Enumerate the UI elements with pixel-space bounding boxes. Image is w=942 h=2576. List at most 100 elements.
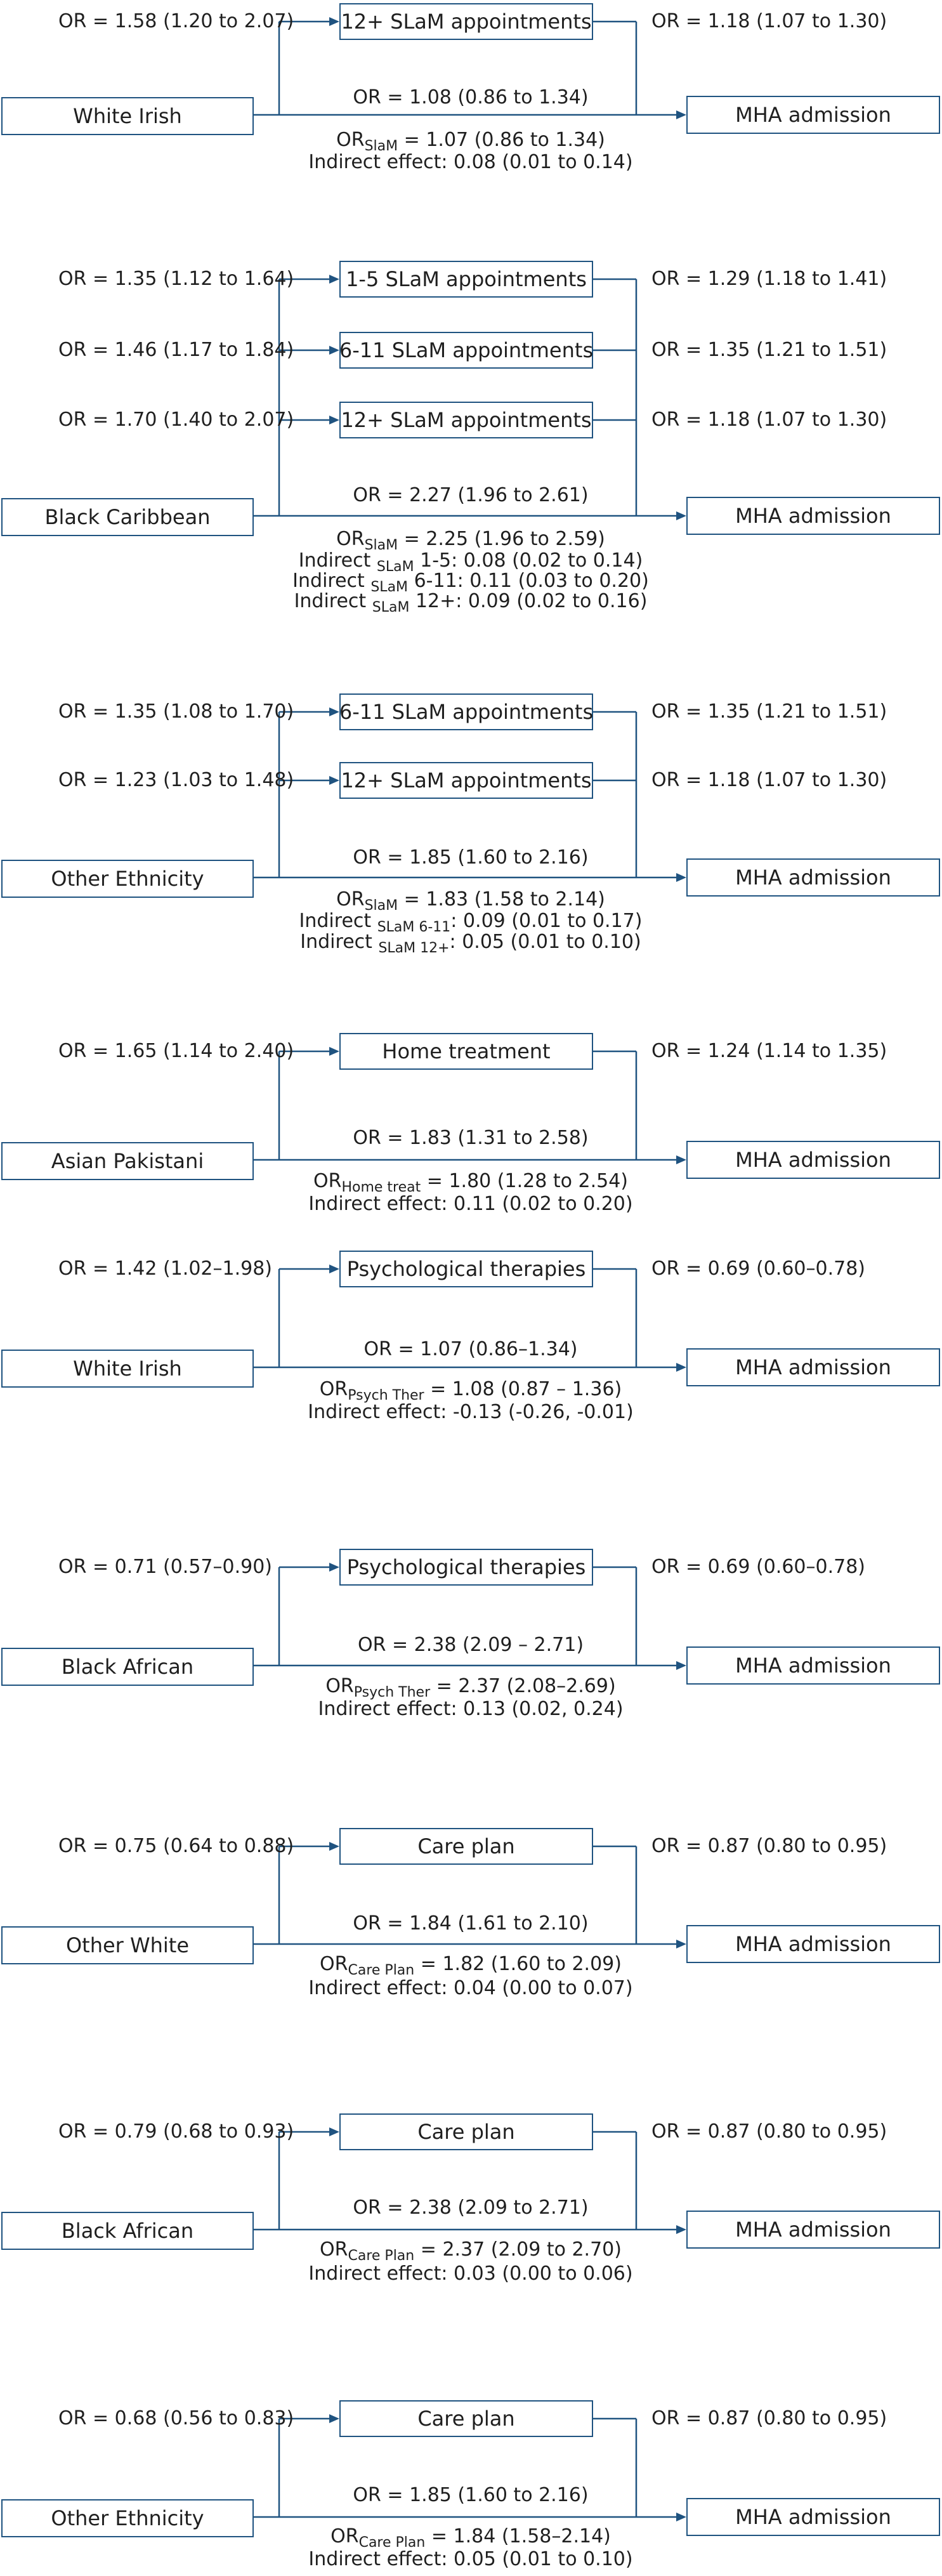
direct-effect-label-subscript: Psych Ther: [348, 1388, 424, 1403]
mediator-box: 6-11 SLaM appointments: [339, 693, 593, 730]
indirect-effect-label-prefix: Indirect effect: 0.11 (0.02 to 0.20): [308, 1193, 633, 1215]
path-a-label: OR = 0.71 (0.57–0.90): [58, 1556, 273, 1578]
indirect-effect-label-subscript: SLaM 6-11: [377, 919, 451, 935]
path-b-label: OR = 0.87 (0.80 to 0.95): [651, 2407, 887, 2429]
total-effect-label: OR = 1.85 (1.60 to 2.16): [353, 2484, 589, 2506]
exposure-box: Asian Pakistani: [1, 1142, 254, 1180]
exposure-box-text: Other White: [65, 1933, 190, 1957]
direct-path-arrow-head: [676, 1155, 686, 1164]
path-a-arrow-head: [329, 1563, 339, 1572]
indirect-effect-label-value: 1-5: 0.08 (0.02 to 0.14): [414, 549, 643, 572]
direct-effect-label-subscript: Psych Ther: [353, 1685, 431, 1700]
outcome-box: MHA admission: [686, 1348, 940, 1386]
direct-effect-label-value: = 1.83 (1.58 to 2.14): [398, 888, 605, 910]
exposure-box: Other Ethnicity: [1, 2499, 254, 2537]
exposure-box: Black African: [1, 2212, 254, 2250]
path-b-label: OR = 0.69 (0.60–0.78): [651, 1258, 866, 1280]
indirect-effect-label-prefix: Indirect: [294, 590, 372, 612]
indirect-effect-label-prefix: Indirect effect: 0.05 (0.01 to 0.10): [308, 2548, 633, 2570]
mediator-box: Psychological therapies: [339, 1251, 593, 1287]
mediator-box: Psychological therapies: [339, 1549, 593, 1586]
indirect-effect-label-value: : 0.05 (0.01 to 0.10): [449, 931, 641, 953]
mediator-box-text: Psychological therapies: [346, 1555, 586, 1579]
direct-effect-label: ORPsych Ther = 2.37 (2.08–2.69): [325, 1677, 615, 1700]
indirect-effect-label-subscript: SLaM: [376, 559, 414, 575]
mediator-box-text: 12+ SLaM appointments: [341, 768, 592, 792]
direct-effect-label-value: = 1.84 (1.58–2.14): [425, 2525, 611, 2547]
outcome-box: MHA admission: [686, 858, 940, 897]
direct-effect-label: ORPsych Ther = 1.08 (0.87 – 1.36): [320, 1380, 622, 1403]
indirect-effect-label: Indirect effect: 0.08 (0.01 to 0.14): [308, 153, 632, 176]
direct-effect-label-subscript: SlaM: [364, 537, 398, 553]
indirect-effect-label-value: : 0.09 (0.01 to 0.17): [450, 910, 643, 932]
exposure-box-text: Other Ethnicity: [51, 867, 204, 891]
mediator-box-text: Care plan: [417, 2120, 515, 2144]
path-b-label: OR = 1.29 (1.18 to 1.41): [651, 268, 887, 290]
path-a-arrow-head: [329, 275, 339, 284]
mediator-box: 12+ SLaM appointments: [339, 402, 593, 438]
outcome-box: MHA admission: [686, 1646, 940, 1685]
path-a-arrow-head: [329, 1842, 339, 1851]
outcome-box-text: MHA admission: [735, 1932, 891, 1956]
indirect-effect-label-value: 6-11: 0.11 (0.03 to 0.20): [408, 570, 649, 592]
direct-effect-label-subscript: Care Plan: [348, 1962, 415, 1978]
indirect-effect-label-subscript: SLaM: [370, 579, 409, 595]
indirect-effect-label-prefix: Indirect effect: 0.03 (0.00 to 0.06): [308, 2263, 633, 2285]
path-b-label: OR = 1.18 (1.07 to 1.30): [651, 769, 887, 791]
direct-effect-label-value: = 2.37 (2.09 to 2.70): [414, 2238, 622, 2261]
total-effect-label: OR = 1.08 (0.86 to 1.34): [353, 86, 589, 108]
outcome-box: MHA admission: [686, 1925, 940, 1963]
exposure-box-text: Other Ethnicity: [51, 2506, 204, 2530]
exposure-box: White Irish: [1, 97, 254, 135]
direct-effect-label-prefix: OR: [336, 528, 365, 550]
indirect-effect-label-prefix: Indirect: [298, 549, 377, 572]
mediator-box: 1-5 SLaM appointments: [339, 261, 593, 298]
path-a-label: OR = 1.42 (1.02–1.98): [58, 1258, 273, 1280]
outcome-box-text: MHA admission: [735, 2218, 891, 2242]
direct-path-arrow-head: [676, 110, 686, 119]
outcome-box-text: MHA admission: [735, 1653, 891, 1678]
path-a-label: OR = 1.46 (1.17 to 1.84): [58, 339, 294, 361]
total-effect-label: OR = 1.84 (1.61 to 2.10): [353, 1912, 589, 1935]
path-a-arrow-head: [329, 2127, 339, 2136]
exposure-box: Black African: [1, 1648, 254, 1686]
indirect-effect-label: Indirect effect: 0.11 (0.02 to 0.20): [308, 1195, 632, 1218]
path-b-label: OR = 1.18 (1.07 to 1.30): [651, 10, 887, 32]
path-b-label: OR = 1.35 (1.21 to 1.51): [651, 700, 887, 723]
mediator-box-text: Care plan: [417, 2407, 515, 2431]
mediator-box-text: 6-11 SLaM appointments: [339, 700, 594, 724]
direct-effect-label-prefix: OR: [325, 1675, 354, 1697]
total-effect-label: OR = 2.38 (2.09 to 2.71): [353, 2197, 589, 2219]
path-b-label: OR = 1.35 (1.21 to 1.51): [651, 339, 887, 361]
direct-path-arrow-head: [676, 1661, 686, 1670]
direct-effect-label: ORCare Plan = 2.37 (2.09 to 2.70): [320, 2240, 622, 2263]
indirect-effect-label: Indirect SLaM 1-5: 0.08 (0.02 to 0.14): [299, 551, 643, 574]
indirect-effect-label: Indirect SLaM 6-11: 0.09 (0.01 to 0.17): [299, 912, 643, 935]
exposure-box-text: Asian Pakistani: [51, 1149, 204, 1173]
path-a-arrow-head: [329, 776, 339, 785]
path-a-label: OR = 1.65 (1.14 to 2.40): [58, 1040, 294, 1062]
mediator-box: Care plan: [339, 1828, 593, 1865]
indirect-effect-label: Indirect SLaM 12+: 0.05 (0.01 to 0.10): [300, 933, 641, 956]
direct-effect-label-prefix: OR: [330, 2525, 359, 2547]
total-effect-label: OR = 2.27 (1.96 to 2.61): [353, 484, 589, 506]
exposure-box-text: White Irish: [73, 1357, 182, 1381]
path-a-arrow-head: [329, 2414, 339, 2423]
indirect-effect-label-prefix: Indirect effect: 0.04 (0.00 to 0.07): [308, 1977, 633, 1999]
direct-effect-label-prefix: OR: [336, 888, 365, 910]
mediator-box-text: 12+ SLaM appointments: [341, 408, 592, 432]
total-effect-label: OR = 1.07 (0.86–1.34): [363, 1338, 578, 1360]
direct-effect-label-subscript: SlaM: [364, 898, 398, 914]
mediator-box-text: Home treatment: [382, 1039, 551, 1063]
direct-effect-label: ORSlaM = 1.83 (1.58 to 2.14): [336, 890, 605, 913]
path-b-label: OR = 0.87 (0.80 to 0.95): [651, 1835, 887, 1857]
direct-effect-label-value: = 2.37 (2.08–2.69): [430, 1675, 616, 1697]
direct-effect-label-subscript: Home treat: [341, 1180, 421, 1195]
exposure-box-text: White Irish: [73, 104, 182, 128]
indirect-effect-label-prefix: Indirect: [299, 910, 377, 932]
indirect-effect-label-prefix: Indirect: [292, 570, 371, 592]
direct-effect-label-prefix: OR: [320, 2238, 348, 2261]
path-b-label: OR = 1.18 (1.07 to 1.30): [651, 409, 887, 431]
outcome-box: MHA admission: [686, 2498, 940, 2536]
total-effect-label: OR = 1.83 (1.31 to 2.58): [353, 1127, 589, 1149]
